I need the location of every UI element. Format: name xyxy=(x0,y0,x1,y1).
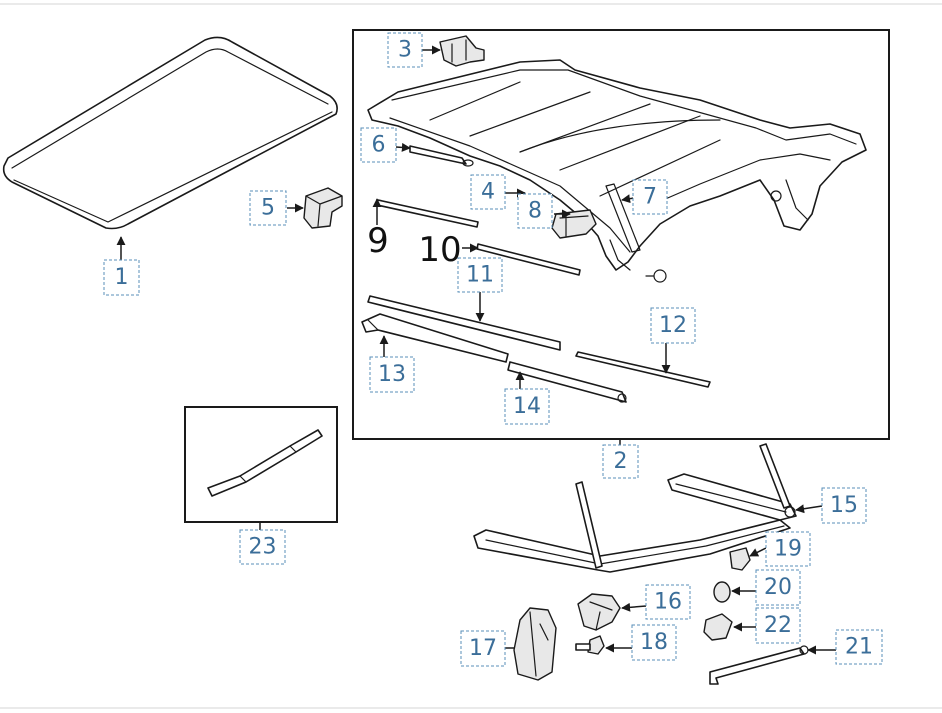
callout-5-text: 5 xyxy=(261,196,275,221)
callout-1: 1 xyxy=(103,259,140,296)
rail-part-12 xyxy=(575,351,711,388)
rod-part-21 xyxy=(709,645,809,685)
bracket-part-5 xyxy=(303,187,343,229)
callout-20: 20 xyxy=(755,569,801,606)
clip-part-19 xyxy=(729,547,751,571)
callout-7-text: 7 xyxy=(643,185,657,210)
seal-part-13 xyxy=(361,313,509,363)
callout-14: 14 xyxy=(504,388,550,425)
bolt-part-18 xyxy=(575,635,605,655)
callout-2: 2 xyxy=(602,444,639,479)
leader-16 xyxy=(621,602,647,612)
grommet-part-20 xyxy=(713,581,731,603)
callout-13-text: 13 xyxy=(378,362,406,387)
callout-23-text: 23 xyxy=(249,535,277,560)
callout-15: 15 xyxy=(821,487,867,524)
top-cover-panel xyxy=(2,36,338,230)
callout-5: 5 xyxy=(249,190,287,226)
latch-part-3 xyxy=(439,35,485,67)
leader-7 xyxy=(621,194,635,204)
callout-19-text: 19 xyxy=(774,537,802,562)
callout-18-text: 18 xyxy=(640,630,668,655)
callout-15-text: 15 xyxy=(830,493,858,518)
callout-23: 23 xyxy=(239,529,286,565)
callout-7: 7 xyxy=(632,179,668,215)
callout-11-text: 11 xyxy=(466,263,494,288)
bracket-part-16 xyxy=(577,593,621,631)
callout-18: 18 xyxy=(631,624,677,661)
label-10: 10 xyxy=(418,230,461,270)
callout-21-text: 21 xyxy=(845,635,873,660)
callout-13: 13 xyxy=(369,356,415,393)
clip-part-22 xyxy=(703,613,733,641)
rail-part-11 xyxy=(367,295,561,351)
callout-12: 12 xyxy=(650,307,696,344)
callout-22-text: 22 xyxy=(764,613,792,638)
callout-14-text: 14 xyxy=(513,394,541,419)
callout-17: 17 xyxy=(460,630,506,667)
leader-19 xyxy=(749,547,767,557)
callout-8: 8 xyxy=(517,193,553,229)
callout-17-text: 17 xyxy=(469,636,497,661)
callout-19: 19 xyxy=(765,531,811,567)
seal-part-14 xyxy=(507,361,627,403)
callout-8-text: 8 xyxy=(528,199,542,224)
callout-3-text: 3 xyxy=(398,38,412,63)
cover-part-17 xyxy=(513,607,557,681)
callout-16: 16 xyxy=(645,584,691,620)
seal-strip-part-9 xyxy=(376,199,479,228)
callout-4: 4 xyxy=(470,174,506,210)
rear-bow-assembly xyxy=(473,443,797,573)
callout-4-text: 4 xyxy=(481,180,495,205)
label-9: 9 xyxy=(367,221,389,261)
soft-top-frame-group-box xyxy=(352,29,890,440)
rod-part-23 xyxy=(207,429,323,497)
callout-3: 3 xyxy=(387,32,423,68)
roof-frame-assembly xyxy=(367,59,867,283)
callout-12-text: 12 xyxy=(659,313,687,338)
part-23-box xyxy=(184,406,338,523)
callout-6-text: 6 xyxy=(372,133,386,158)
cable-part-7 xyxy=(605,183,641,253)
callout-20-text: 20 xyxy=(764,575,792,600)
callout-2-text: 2 xyxy=(614,449,628,474)
leader-15 xyxy=(795,504,823,514)
callout-11: 11 xyxy=(457,257,503,293)
callout-6: 6 xyxy=(360,127,397,163)
callout-22: 22 xyxy=(755,607,801,644)
callout-1-text: 1 xyxy=(115,265,129,290)
leader-6 xyxy=(395,142,411,152)
callout-21: 21 xyxy=(835,629,883,665)
callout-16-text: 16 xyxy=(654,590,682,615)
